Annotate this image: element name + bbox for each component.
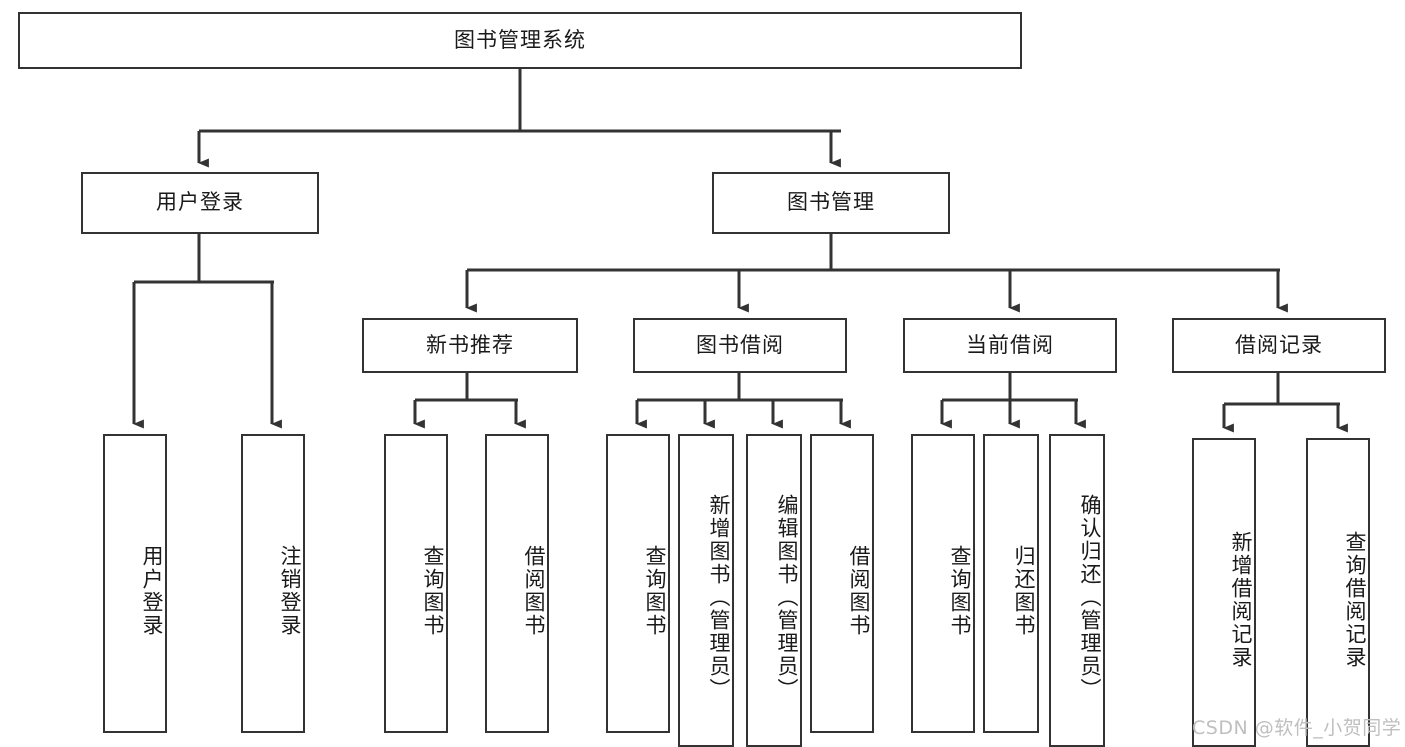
node-borrow-record[interactable]: 借阅记录 — [1172, 318, 1386, 373]
node-label: 当前借阅 — [966, 332, 1054, 357]
node-label: 确认归还（管理员） — [1078, 494, 1102, 701]
node-label: 用户登录 — [156, 190, 244, 215]
leaf-user-login[interactable]: 用户登录 — [103, 434, 167, 733]
node-root-system[interactable]: 图书管理系统 — [18, 12, 1022, 69]
node-label: 借阅记录 — [1235, 332, 1323, 357]
node-label: 新书推荐 — [426, 332, 514, 357]
leaf-query-book-recommend[interactable]: 查询图书 — [384, 434, 448, 733]
node-label: 归还图书 — [1012, 544, 1036, 637]
node-label: 查询图书 — [948, 544, 972, 637]
csdn-watermark: CSDN @软件_小贺同学 — [1192, 717, 1402, 739]
leaf-add-book-admin[interactable]: 新增图书（管理员） — [678, 434, 734, 747]
leaf-query-book-current[interactable]: 查询图书 — [911, 434, 975, 733]
node-label: 新增图书（管理员） — [707, 494, 731, 701]
leaf-logout[interactable]: 注销登录 — [241, 434, 305, 733]
leaf-borrow-book[interactable]: 借阅图书 — [810, 434, 874, 733]
node-label: 图书管理 — [787, 190, 875, 215]
leaf-confirm-return-admin[interactable]: 确认归还（管理员） — [1049, 434, 1105, 747]
leaf-add-borrow-record[interactable]: 新增借阅记录 — [1192, 438, 1256, 747]
node-book-management[interactable]: 图书管理 — [712, 172, 950, 234]
leaf-return-book[interactable]: 归还图书 — [983, 434, 1039, 733]
leaf-borrow-book-recommend[interactable]: 借阅图书 — [485, 434, 549, 733]
node-user-login[interactable]: 用户登录 — [81, 172, 319, 234]
node-label: 查询图书 — [643, 544, 667, 637]
node-new-book-recommend[interactable]: 新书推荐 — [362, 318, 578, 373]
node-label: 借阅图书 — [847, 544, 871, 637]
node-label: 图书借阅 — [696, 332, 784, 357]
node-label: 新增借阅记录 — [1229, 530, 1253, 669]
node-label: 查询借阅记录 — [1343, 530, 1367, 669]
node-current-borrow[interactable]: 当前借阅 — [903, 318, 1117, 373]
leaf-query-borrow-record[interactable]: 查询借阅记录 — [1306, 438, 1370, 747]
leaf-edit-book-admin[interactable]: 编辑图书（管理员） — [746, 434, 802, 747]
node-label: 图书管理系统 — [454, 27, 586, 52]
node-label: 用户登录 — [140, 544, 164, 637]
node-label: 编辑图书（管理员） — [775, 494, 799, 701]
leaf-query-book-borrow[interactable]: 查询图书 — [606, 434, 670, 733]
node-book-borrow[interactable]: 图书借阅 — [633, 318, 847, 373]
node-label: 借阅图书 — [522, 544, 546, 637]
node-label: 注销登录 — [278, 544, 302, 637]
node-label: 查询图书 — [421, 544, 445, 637]
